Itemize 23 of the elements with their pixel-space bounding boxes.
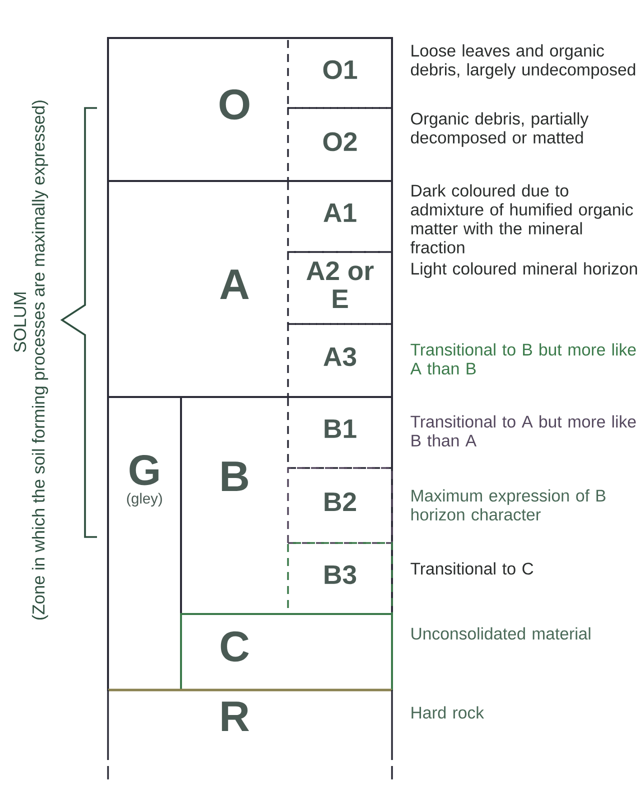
description-text: Loose leaves and organic debris, largely undecomposed [410,44,636,79]
rotated-label: (Zone in which the soil forming processes are maximally expressed) [32,100,48,620]
subhorizon-box: B2 [287,467,393,544]
description-text: Transitional to A but more like B than A [410,415,636,447]
bedrock-layer: R [107,688,393,787]
description-text: Transitional to B but more like A than B [410,343,636,375]
description-text: Transitional to C [410,562,534,575]
description-text: Dark coloured due to admixture of humified organic matter with the mineral fraction [410,184,633,254]
subhorizon-box: B3 [287,542,393,615]
subhorizon-box: A3 [287,323,393,398]
subhorizon-box: A2 or E [287,251,393,325]
description-text: Organic debris, partially decomposed or matted [410,112,589,147]
horizon-box: G (gley) [107,396,182,691]
description-text: Unconsolidated material [412,627,590,640]
description-text: Light coloured mineral horizon [412,262,637,278]
description-text: Hard rock [412,706,484,719]
subhorizon-box: O1 [287,37,393,109]
subhorizon-box: B1 [287,396,393,469]
description-text: Maximum expression of B horizon character [411,489,606,521]
horizon-box: C [180,613,393,691]
rotated-label: SOLUM [14,292,26,352]
subhorizon-box: A1 [287,180,393,253]
subhorizon-box: O2 [287,107,393,182]
